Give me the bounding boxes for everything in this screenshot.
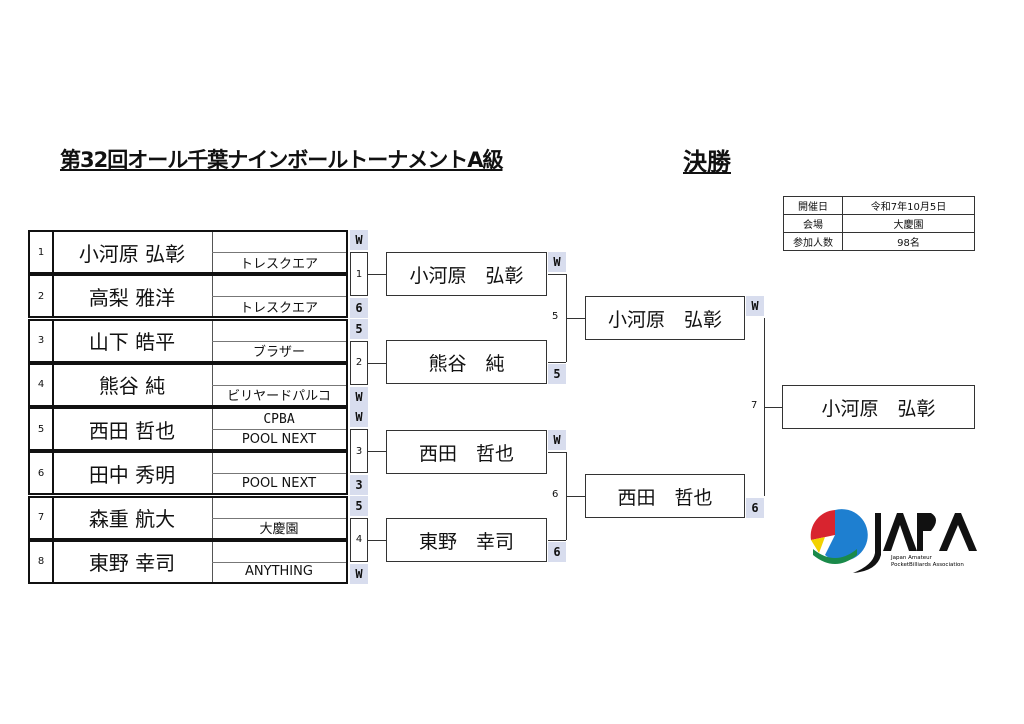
seed-number: 7 [30, 497, 54, 538]
r1-score: W [350, 407, 368, 427]
match-number: 1 [350, 252, 368, 297]
club-top: CPBA [212, 409, 346, 430]
info-row: 会場大慶園 [783, 214, 975, 233]
club-top [212, 542, 346, 563]
r3-score: 6 [746, 498, 764, 518]
r2-player: 熊谷 純 [386, 340, 547, 384]
info-value: 大慶園 [842, 214, 975, 233]
match-number: 2 [350, 340, 368, 385]
bracket-line [548, 362, 566, 363]
player-club: トレスクエア [239, 300, 318, 316]
player-club: ビリヤードパルコ [227, 389, 331, 405]
player-club: ANYTHING [245, 564, 313, 580]
seed-number: 3 [30, 320, 54, 361]
r3-player: 西田 哲也 [585, 474, 745, 518]
match-number: 4 [350, 517, 368, 562]
page-title: 第32回オール千葉ナインボールトーナメントA級 [60, 148, 503, 172]
r1-score: 5 [350, 495, 368, 516]
player-row: 6 田中 秀明 POOL NEXT [28, 451, 348, 496]
player-name: 東野 幸司 [52, 541, 213, 582]
bracket-line [566, 496, 585, 497]
logo-subtitle: Japan Amateur [890, 555, 933, 561]
r2-player: 小河原 弘彰 [386, 252, 547, 296]
bracket-line [566, 318, 585, 319]
r1-score: W [350, 386, 368, 407]
club-top [212, 276, 346, 298]
r3-player: 小河原 弘彰 [585, 296, 745, 340]
seed-number: 4 [30, 364, 54, 405]
r1-score: 3 [350, 475, 368, 496]
player-club: POOL NEXT [241, 431, 317, 447]
bracket-line [548, 540, 566, 541]
info-label: 参加人数 [783, 232, 843, 251]
player-name: 熊谷 純 [52, 364, 213, 405]
japa-logo: Japan Amateur PocketBilliards Associatio… [810, 509, 977, 573]
match-number: 5 [552, 311, 559, 322]
club-top [212, 321, 346, 342]
r2-score: 5 [548, 364, 566, 384]
club-top [212, 453, 346, 475]
r1-score: W [350, 563, 368, 584]
bracket-line [764, 407, 782, 408]
player-row: 7 森重 航大 大慶園 [28, 495, 348, 540]
player-club: トレスクエア [239, 256, 318, 272]
r3-score: W [746, 296, 764, 316]
seed-number: 6 [30, 453, 54, 494]
logo-subtitle: PocketBilliards Association [891, 562, 964, 568]
r1-score: 6 [350, 298, 368, 319]
player-name: 小河原 弘彰 [52, 232, 213, 272]
bracket-line [368, 539, 387, 541]
r2-player: 西田 哲也 [386, 430, 547, 474]
match-number: 6 [552, 489, 559, 500]
r2-score: W [548, 430, 566, 450]
club-top [212, 365, 346, 386]
seed-number: 1 [30, 232, 54, 272]
player-row: 2 高梨 雅洋 トレスクエア [28, 274, 348, 319]
info-label: 開催日 [783, 196, 843, 215]
r2-player: 東野 幸司 [386, 518, 547, 562]
club-top [212, 498, 346, 519]
r1-score: 5 [350, 318, 368, 339]
info-label: 会場 [783, 214, 843, 233]
player-club: ブラザー [252, 345, 305, 360]
player-row: 8 東野 幸司 ANYTHING [28, 539, 348, 584]
stage-title: 決勝 [683, 148, 731, 176]
player-name: 山下 皓平 [52, 320, 213, 361]
bracket-line [368, 362, 387, 364]
info-value: 98名 [842, 232, 975, 251]
player-name: 田中 秀明 [52, 453, 213, 494]
match-number: 7 [751, 400, 758, 411]
champion: 小河原 弘彰 [782, 385, 975, 429]
bracket-line [368, 451, 387, 453]
info-row: 開催日令和7年10月5日 [783, 196, 975, 215]
bracket-line [368, 274, 387, 276]
player-name: 西田 哲也 [52, 409, 213, 449]
r1-score: W [350, 230, 368, 250]
player-row: 4 熊谷 純 ビリヤードパルコ [28, 362, 348, 407]
club-top [212, 232, 346, 253]
match-number: 3 [350, 429, 368, 474]
player-row: 1 小河原 弘彰 トレスクエア [28, 230, 348, 274]
player-club: 大慶園 [259, 522, 299, 537]
seed-number: 5 [30, 409, 54, 449]
player-row: 3 山下 皓平 ブラザー [28, 318, 348, 363]
seed-number: 8 [30, 541, 54, 582]
player-name: 高梨 雅洋 [52, 276, 213, 317]
r2-score: 6 [548, 542, 566, 562]
bracket-line [548, 274, 566, 275]
player-club: POOL NEXT [241, 475, 317, 491]
bracket-line [548, 452, 566, 453]
r2-score: W [548, 252, 566, 272]
info-value: 令和7年10月5日 [842, 196, 975, 215]
player-name: 森重 航大 [52, 497, 213, 538]
seed-number: 2 [30, 276, 54, 317]
player-row: 5 西田 哲也 CPBA POOL NEXT [28, 407, 348, 451]
